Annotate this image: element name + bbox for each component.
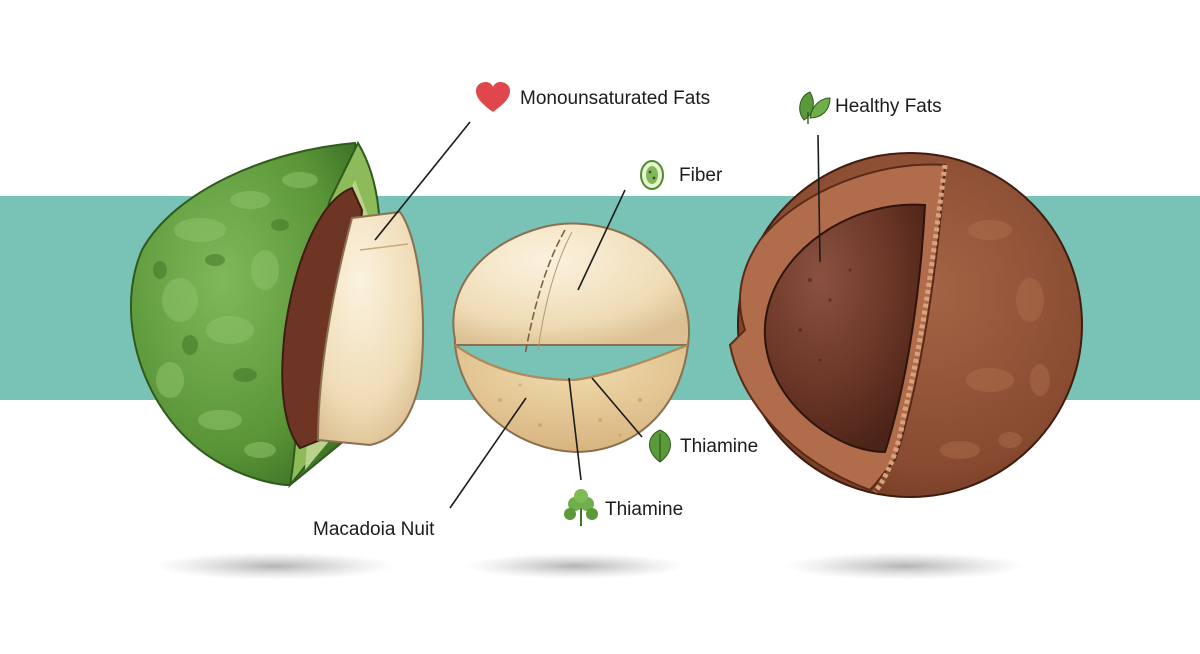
shadow-middle: [465, 553, 685, 579]
shell-nut: [728, 152, 1083, 498]
label-thiamine-bottom: Thiamine: [605, 499, 684, 520]
leader-healthy-fats: [817, 134, 821, 263]
heart-icon: [476, 82, 510, 112]
leader-thiamine-bottom: [568, 377, 582, 481]
seed-icon: [640, 160, 664, 190]
label-monounsaturated-fats: Monounsaturated Fats: [520, 88, 711, 109]
shadow-right: [785, 552, 1025, 580]
label-healthy-fats: Healthy Fats: [835, 96, 942, 117]
leader-fiber: [577, 189, 626, 291]
sprout-icon: [564, 489, 598, 526]
leaf-icon: [649, 429, 671, 463]
leader-lines: [374, 121, 821, 509]
leader-thiamine-right: [591, 377, 643, 438]
leaf-icon: [799, 91, 831, 124]
shadow-left: [155, 552, 395, 580]
husk-nut: [129, 140, 425, 489]
label-fiber: Fiber: [679, 165, 723, 186]
leader-monounsaturated: [374, 121, 471, 241]
kernel-nut: [452, 222, 690, 454]
label-nut-name: Macadoia Nuit: [313, 519, 435, 540]
leader-nut-name: [449, 397, 527, 509]
label-thiamine-right: Thiamine: [680, 436, 759, 457]
